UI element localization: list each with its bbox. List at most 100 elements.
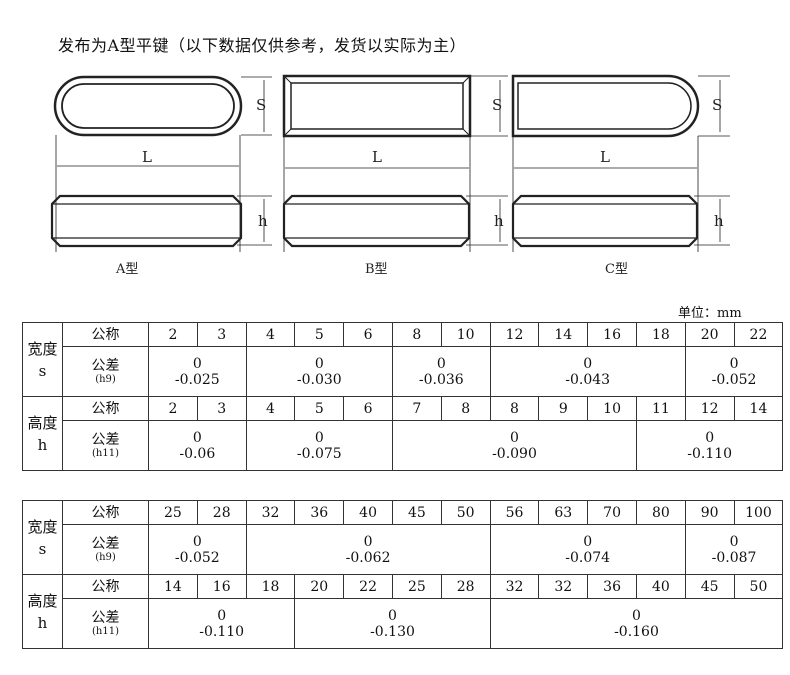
type-c-top-view [511, 74, 700, 138]
tolerance-grade: (h11) [92, 447, 119, 459]
nominal-label: 公称 [62, 322, 149, 347]
tolerance-lower: -0.075 [296, 445, 342, 462]
height-symbol: h [37, 435, 48, 454]
nominal-cell: 12 [489, 322, 540, 347]
tolerance-lower: -0.110 [199, 623, 245, 640]
nominal-cell: 14 [148, 574, 198, 599]
tolerance-upper: 0 [388, 607, 397, 624]
nominal-cell: 28 [440, 574, 491, 599]
height-name: 高度 [27, 591, 58, 610]
nominal-cell: 40 [343, 500, 393, 525]
nominal-cell: 8 [489, 396, 540, 421]
tolerance-lower: -0.062 [345, 549, 391, 566]
tolerance-cell: 0-0.110 [635, 420, 784, 471]
width-name: 宽度 [27, 339, 58, 358]
nominal-cell: 8 [440, 396, 491, 421]
dim-h-c: h [714, 212, 724, 230]
tolerance-upper: 0 [192, 533, 202, 550]
nominal-cell: 14 [733, 396, 784, 421]
nominal-cell: 80 [635, 500, 686, 525]
type-a-top-view [53, 75, 243, 137]
nominal-cell: 20 [294, 574, 345, 599]
tolerance-upper: 0 [583, 533, 593, 550]
nominal-cell: 45 [391, 500, 442, 525]
tolerance-name: 公差 [91, 357, 120, 374]
nominal-cell: 18 [635, 322, 686, 347]
tolerance-name: 公差 [91, 609, 120, 626]
nominal-cell: 16 [587, 322, 637, 347]
width-symbol: s [38, 361, 47, 380]
tolerance-cell: 0-0.062 [245, 524, 491, 575]
nominal-cell: 63 [538, 500, 589, 525]
nominal-cell: 8 [391, 322, 442, 347]
tolerance-cell: 0-0.043 [489, 346, 686, 397]
tolerance-lower: -0.025 [174, 371, 220, 388]
nominal-cell: 90 [684, 500, 735, 525]
nominal-cell: 32 [538, 574, 589, 599]
tolerance-cell: 0-0.030 [245, 346, 393, 397]
nominal-cell: 32 [489, 574, 540, 599]
nominal-cell: 6 [343, 396, 393, 421]
nominal-cell: 32 [245, 500, 296, 525]
nominal-cell: 28 [196, 500, 247, 525]
tolerance-lower: -0.06 [179, 445, 216, 462]
nominal-label: 公称 [62, 396, 149, 421]
tolerance-label: 公差(h9) [62, 524, 149, 575]
dim-l-a: L [142, 148, 152, 166]
tolerance-cell: 0-0.052 [684, 346, 784, 397]
dim-l-b: L [372, 148, 382, 166]
tolerance-cell: 0-0.052 [148, 524, 247, 575]
tolerance-cell: 0-0.036 [391, 346, 491, 397]
nominal-cell: 5 [294, 322, 345, 347]
nominal-cell: 4 [245, 396, 296, 421]
tolerance-lower: -0.052 [174, 549, 220, 566]
width-symbol: s [38, 539, 47, 558]
nominal-cell: 22 [343, 574, 393, 599]
tolerance-lower: -0.087 [711, 549, 757, 566]
nominal-cell: 3 [196, 322, 247, 347]
tolerance-upper: 0 [363, 533, 373, 550]
dimension-lines [55, 75, 730, 252]
tolerance-lower: -0.160 [614, 623, 659, 640]
nominal-cell: 50 [733, 574, 784, 599]
tolerance-cell: 0-0.075 [245, 420, 393, 471]
tolerance-lower: -0.090 [492, 445, 537, 462]
dim-l-c: L [600, 148, 610, 166]
type-a-label: A型 [115, 262, 138, 277]
tolerance-cell: 0-0.160 [489, 598, 784, 649]
tolerance-cell: 0-0.025 [148, 346, 247, 397]
nominal-cell: 100 [733, 500, 784, 525]
tolerance-grade: (h11) [92, 625, 119, 637]
tolerance-upper: 0 [583, 355, 593, 372]
nominal-cell: 3 [196, 396, 247, 421]
nominal-cell: 18 [245, 574, 296, 599]
tolerance-upper: 0 [217, 607, 227, 624]
type-b-label: B型 [365, 262, 388, 277]
nominal-label: 公称 [62, 500, 149, 525]
tolerance-label: 公差(h11) [62, 420, 149, 471]
side-views [50, 194, 699, 248]
width-label: 宽度 s [22, 322, 63, 397]
dim-s-c: S [712, 96, 722, 114]
nominal-cell: 20 [684, 322, 735, 347]
nominal-cell: 2 [148, 396, 198, 421]
nominal-cell: 11 [635, 396, 686, 421]
tolerance-upper: 0 [436, 355, 446, 372]
nominal-cell: 25 [148, 500, 198, 525]
tolerance-lower: -0.110 [687, 445, 733, 462]
tolerance-lower: -0.052 [711, 371, 757, 388]
tolerance-lower: -0.036 [418, 371, 464, 388]
tolerance-lower: -0.030 [296, 371, 342, 388]
dim-h-a: h [258, 212, 268, 230]
tolerance-cell: 0-0.090 [391, 420, 637, 471]
tolerance-upper: 0 [729, 533, 739, 550]
tolerance-name: 公差 [91, 431, 120, 448]
